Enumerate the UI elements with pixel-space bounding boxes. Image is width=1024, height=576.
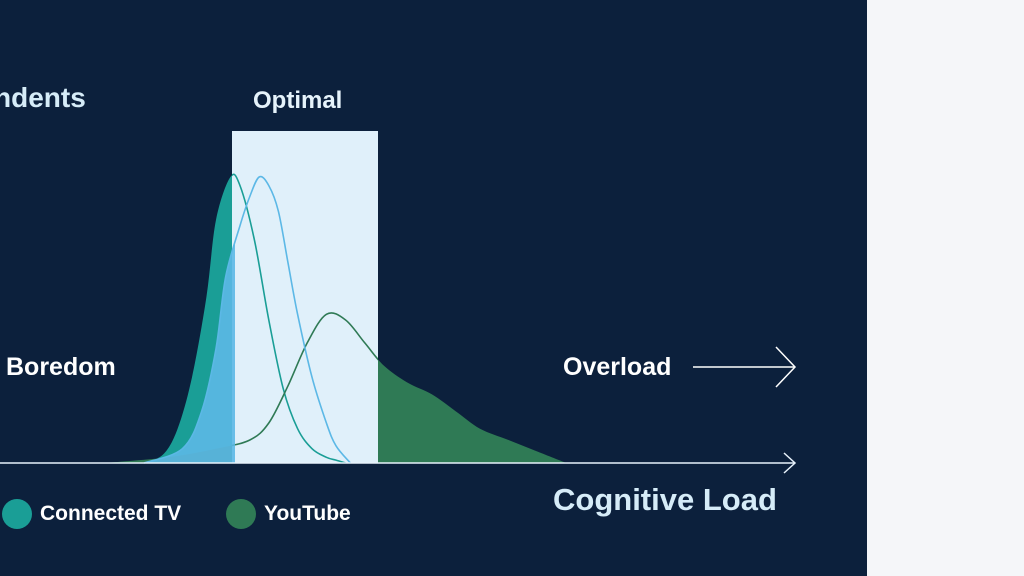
series-edge-fill — [144, 241, 235, 463]
series-line-1 — [232, 312, 378, 447]
x-axis-arrowhead — [783, 452, 797, 474]
legend-item-connected-tv: Connected TV — [2, 498, 181, 530]
series-line-2 — [143, 175, 352, 464]
boredom-label: Boredom — [6, 353, 116, 381]
optimal-label: Optimal — [253, 87, 343, 114]
slide-title-fragment: ndents — [0, 82, 86, 113]
legend-item-youtube: YouTube — [226, 498, 351, 530]
chart-canvas — [0, 131, 797, 474]
side-panel — [867, 0, 1024, 576]
legend-swatch-connected-tv — [2, 499, 32, 529]
x-axis-label: Cognitive Load — [553, 482, 777, 517]
legend-label-connected-tv: Connected TV — [40, 502, 182, 525]
series-highlight-group-0 — [232, 173, 346, 463]
overload-arrow-head — [775, 346, 797, 388]
series-line-0 — [232, 173, 346, 463]
chart-slide: ndents Optimal Boredom Overload Cognitiv… — [0, 0, 867, 576]
series-highlight-group-1 — [232, 312, 378, 447]
legend-swatch-youtube — [226, 499, 256, 529]
optimal-region — [232, 131, 378, 463]
overload-label: Overload — [563, 353, 672, 381]
legend-label-youtube: YouTube — [264, 502, 351, 525]
